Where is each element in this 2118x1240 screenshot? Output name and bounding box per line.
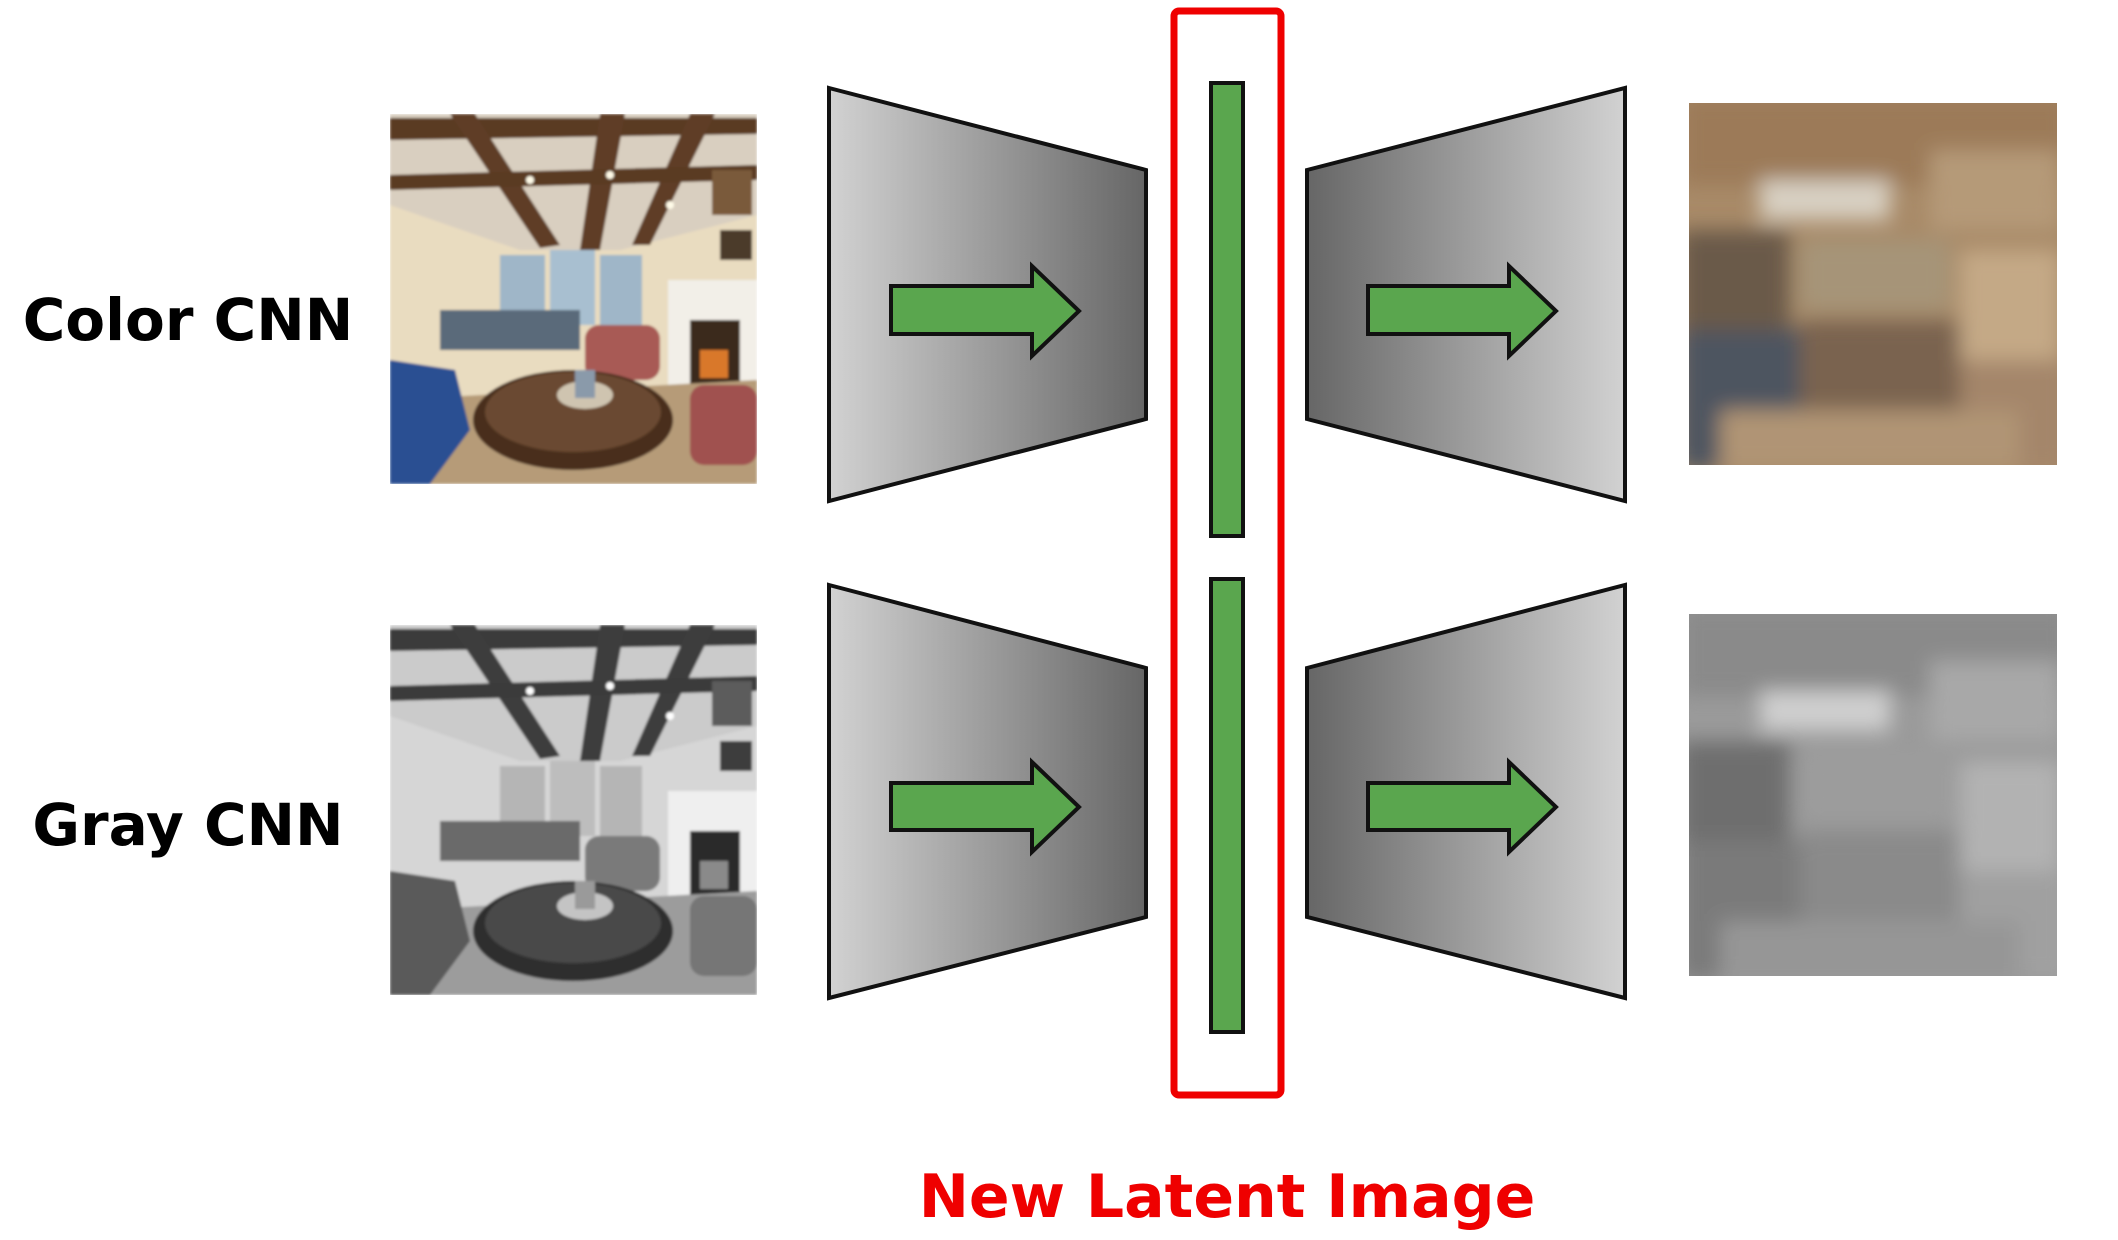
color-input-image — [390, 114, 757, 484]
color-encoder — [827, 85, 1148, 504]
row-label-color-cnn: Color CNN — [23, 286, 354, 354]
color-decoder — [1305, 85, 1627, 504]
arrow-right-icon — [1366, 757, 1559, 857]
arrow-right-icon — [1366, 261, 1559, 361]
arrow-right-icon — [889, 261, 1082, 361]
gray-latent-bar — [1209, 577, 1245, 1034]
gray-decoder — [1305, 582, 1627, 1001]
arrow-right-icon — [889, 757, 1082, 857]
gray-output-image — [1689, 614, 2057, 976]
gray-input-image — [390, 625, 757, 995]
latent-caption: New Latent Image — [919, 1162, 1536, 1232]
color-latent-bar — [1209, 81, 1245, 538]
row-label-gray-cnn: Gray CNN — [32, 791, 343, 859]
color-output-image — [1689, 103, 2057, 465]
gray-encoder — [827, 582, 1148, 1001]
latent-highlight-box — [1170, 7, 1285, 1099]
